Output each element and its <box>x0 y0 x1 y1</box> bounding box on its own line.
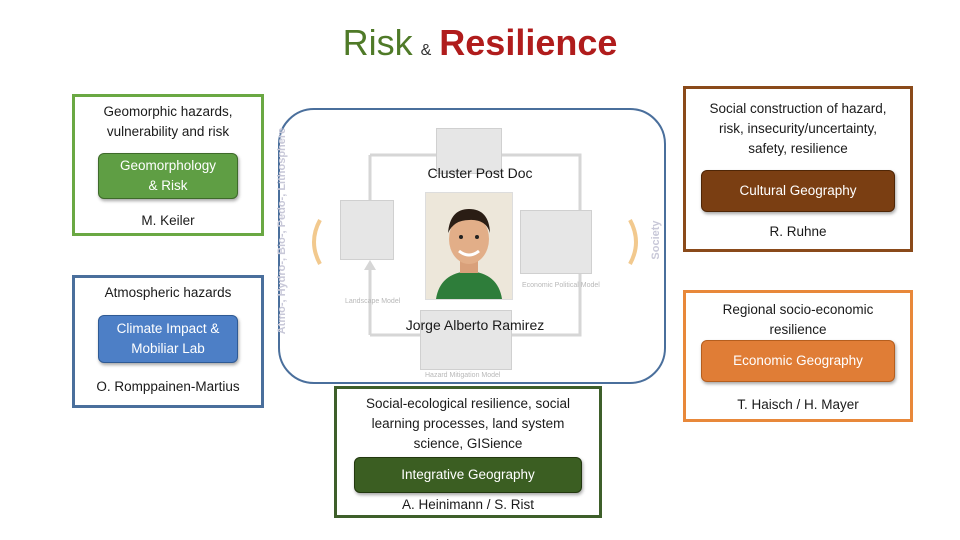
cultural-description: Social construction of hazard, risk, ins… <box>700 99 896 159</box>
atmospheric-person: O. Romppainen-Martius <box>72 377 264 397</box>
society-side-label: Society <box>650 210 662 270</box>
cluster-postdoc-label: Cluster Post Doc <box>380 163 580 183</box>
econ-thumbnail <box>520 210 592 274</box>
atmospheric-description: Atmospheric hazards <box>90 283 246 303</box>
title-risk: Risk <box>343 22 413 63</box>
economic-person: T. Haisch / H. Mayer <box>683 395 913 415</box>
geomorphology-person: M. Keiler <box>90 211 246 231</box>
landscape-thumbnail <box>340 200 394 260</box>
cultural-person: R. Ruhne <box>683 222 913 242</box>
sphere-side-label: Atmo-, Hydro-, Bio-, Pedo-, Lithosphere <box>276 101 288 361</box>
geomorphology-unit[interactable]: Geomorphology & Risk <box>98 153 238 199</box>
integrative-unit[interactable]: Integrative Geography <box>354 457 582 493</box>
atmospheric-unit[interactable]: Climate Impact & Mobiliar Lab <box>98 315 238 363</box>
hazard-model-label: Hazard Mitigation Model <box>425 372 500 379</box>
landscape-model-label: Landscape Model <box>345 298 400 305</box>
cultural-unit[interactable]: Cultural Geography <box>701 170 895 212</box>
economic-description: Regional socio-economic resilience <box>700 300 896 340</box>
title-resilience: Resilience <box>439 22 617 63</box>
econ-model-label: Economic Political Model <box>522 282 600 289</box>
integrative-person: A. Heinimann / S. Rist <box>334 495 602 515</box>
economic-unit[interactable]: Economic Geography <box>701 340 895 382</box>
person-portrait-icon <box>425 192 513 300</box>
postdoc-name: Jorge Alberto Ramirez <box>350 315 600 335</box>
title-amp: & <box>421 42 432 59</box>
page-title: Risk&Resilience <box>0 22 960 64</box>
integrative-description: Social-ecological resilience, social lea… <box>352 394 584 454</box>
geomorphology-description: Geomorphic hazards, vulnerability and ri… <box>90 102 246 142</box>
